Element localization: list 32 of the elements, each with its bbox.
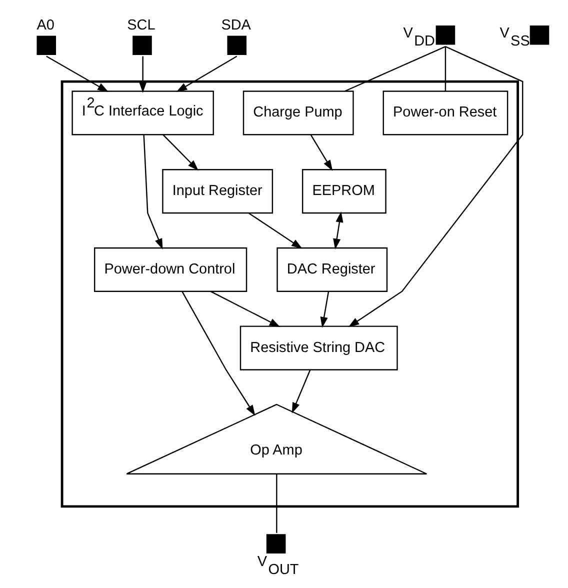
node-box: Power-down Control (94, 247, 247, 292)
arrow (138, 56, 146, 93)
node-label: SCL (126, 17, 155, 34)
arrow (348, 46, 523, 328)
node-box (435, 26, 455, 45)
node-box (529, 26, 549, 45)
node-box: Charge Pump (242, 90, 354, 136)
arrow (310, 134, 332, 171)
node-label: A0 (36, 17, 54, 34)
node-box: EEPROM (301, 168, 386, 214)
arrow (46, 56, 108, 92)
node-box (226, 36, 246, 56)
node-box (36, 36, 56, 56)
node-box: Power-on Reset (382, 90, 508, 136)
node-box (266, 534, 286, 554)
arrow (176, 56, 237, 92)
node-box: DAC Register (276, 247, 388, 292)
arrow (248, 212, 302, 249)
connector (444, 46, 446, 92)
arrow (142, 135, 162, 250)
arrow (291, 370, 310, 414)
node-label: SDA (220, 17, 250, 34)
arrow (162, 134, 198, 171)
connector (344, 46, 446, 92)
node-box: Input Register (162, 168, 273, 214)
arrow (210, 290, 280, 328)
arrow (320, 292, 329, 328)
arrow (332, 211, 343, 250)
connector (276, 474, 277, 533)
node-box: Resistive String DAC (239, 326, 398, 370)
node-box (132, 36, 152, 56)
arrow (181, 292, 255, 416)
